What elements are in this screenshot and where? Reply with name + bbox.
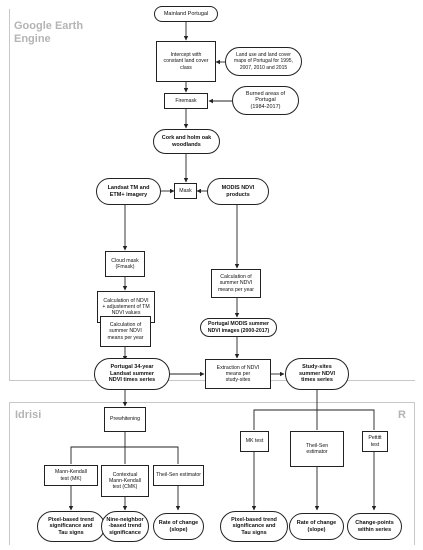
pettitt-node: Pettitt test (362, 431, 388, 452)
landsat-series-node: Portugal 34-year Landsat summer NDVI tim… (94, 358, 170, 390)
arrow-studysites-branches (253, 390, 375, 430)
mask-node: Mask (174, 183, 197, 199)
idrisi-region-label: Idrisi (15, 409, 42, 421)
mk-test-r-node: MK test (240, 431, 269, 452)
modis-images-node: Portugal MODIS summer NDVI images (2000-… (200, 318, 277, 337)
nine-neighbor-node: Nine-neighbor -based trend significance (101, 511, 149, 542)
idrisi-region-frame (9, 402, 215, 545)
study-sites-node: Study-sites summer NDVI times series (285, 358, 349, 390)
woodlands-node: Cork and holm oak woodlands (153, 129, 220, 154)
change-points-node: Change-points within series (347, 513, 402, 540)
extraction-node: Extraction of NDVI means per study-sites (205, 359, 271, 389)
theil-sen-r-node: Theil-Sen estimator (290, 431, 344, 467)
rate-idrisi-node: Rate of change (slope) (153, 513, 204, 540)
modis-means-node: Calculation of summer NDVI means per yea… (211, 269, 261, 298)
r-region-frame (214, 402, 415, 545)
r-region-label: R (398, 409, 406, 421)
prewhitening-node: Prewhitening (104, 407, 146, 432)
burned-areas-node: Burned areas of Portugal (1984-2017) (232, 86, 299, 115)
cmk-test-node: Contextual Mann-Kendall test (CMK) (101, 465, 149, 497)
pixel-trend-r-node: Pixel-based trend significance and Tau s… (220, 511, 288, 542)
landuse-maps-node: Land use and land cover maps of Portugal… (225, 47, 302, 76)
landsat-means-node: Calculation of summer NDVI means per yea… (100, 316, 151, 347)
theil-sen-idrisi-node: Theil-Sen estimator (153, 465, 204, 486)
mainland-portugal-node: Mainland Portugal (154, 6, 218, 22)
pixel-trend-idrisi-node: Pixel-based trend significance and Tau s… (37, 511, 105, 542)
modis-products-node: MODIS NDVI products (207, 178, 269, 205)
landsat-imagery-node: Landsat TM and ETM+ imagery (96, 178, 161, 205)
mk-test-idrisi-node: Mann-Kendall test (MK) (44, 465, 98, 486)
intercept-node: Intercept with constant land cover class (156, 41, 216, 82)
rate-r-node: Rate of change (slope) (289, 513, 344, 540)
firemask-node: Firemask (164, 93, 208, 109)
cloud-mask-node: Cloud mask (Fmask) (105, 251, 145, 277)
arrow-prewhitening-branches (70, 432, 179, 464)
gee-region-label: Google Earth Engine (14, 20, 84, 45)
